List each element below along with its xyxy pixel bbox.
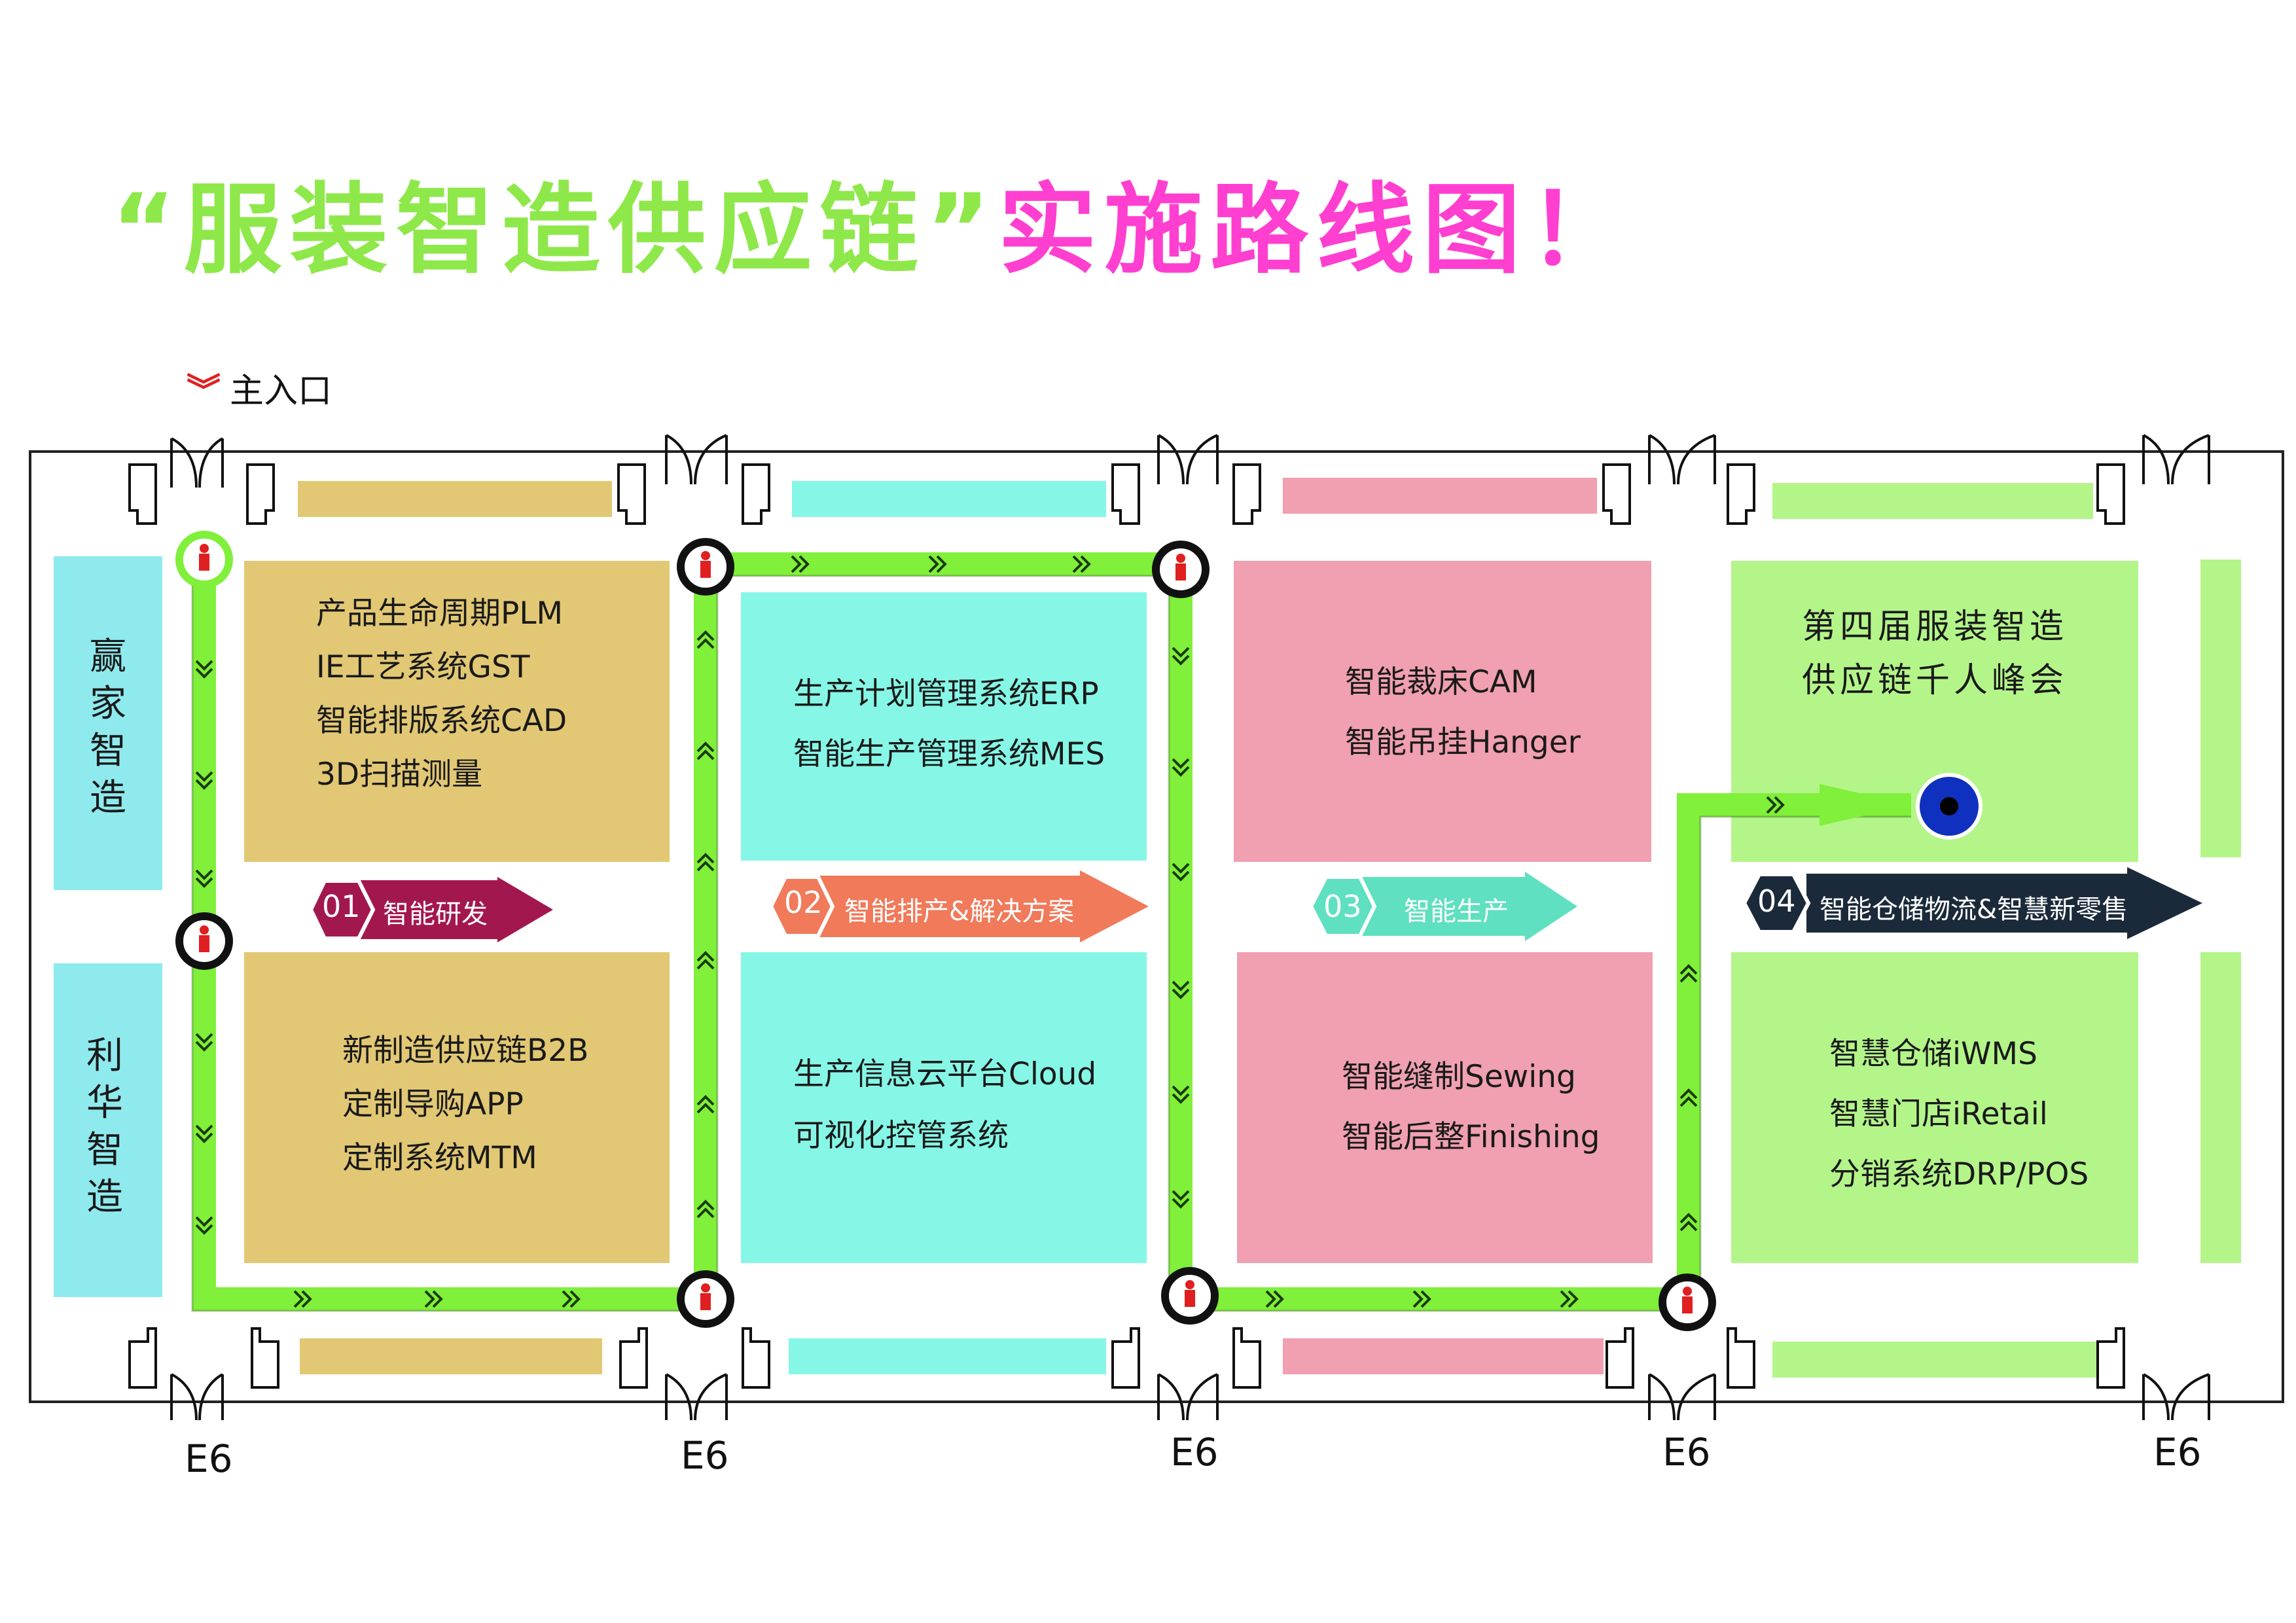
side-booth-top: [54, 556, 162, 890]
zone-arrow-03: [1308, 872, 1577, 941]
booth-plm-block: 产品生命周期PLM IE工艺系统GST 智能排版系统CAD 3D扫描测量: [244, 561, 670, 862]
booth-text-line: 智能生产管理系统MES: [793, 736, 1105, 772]
side-label-bottom: 利华智造: [86, 1035, 123, 1219]
booth-text-line: 可视化控管系统: [793, 1118, 1009, 1154]
zone-04-number: 04: [1757, 883, 1796, 919]
person-marker: [175, 912, 233, 970]
main-entrance: ︾主入口: [187, 363, 332, 412]
edge-strip-right-bottom: [2200, 952, 2241, 1263]
zone-01-label: 智能研发: [383, 899, 488, 929]
booth-text-line: 新制造供应链B2B: [342, 1033, 589, 1069]
booth-wms-block: 智慧仓储iWMS 智慧门店iRetail 分销系统DRP/POS: [1731, 952, 2138, 1263]
zone-01-number: 01: [322, 889, 361, 924]
person-marker: [677, 1270, 734, 1328]
gate-label: E6: [185, 1436, 233, 1481]
booth-text-line: 定制系统MTM: [342, 1140, 537, 1176]
gate-label: E6: [681, 1433, 729, 1478]
side-label-top: 赢家智造: [90, 635, 126, 819]
zone-04-label: 智能仓储物流&智慧新零售: [1820, 895, 2128, 925]
booth-text-line: 供应链千人峰会: [1801, 661, 2068, 700]
edge-strip-bottom-4: [1772, 1342, 2096, 1378]
edge-strip-top-2: [792, 481, 1106, 517]
booth-text-line: 智慧门店iRetail: [1829, 1096, 2048, 1132]
title-part-1: “服装智造供应链”: [111, 173, 999, 287]
booth-cloud-block: 生产信息云平台Cloud 可视化控管系统: [741, 952, 1147, 1263]
booth-cam-block: 智能裁床CAM 智能吊挂Hanger: [1234, 561, 1651, 862]
start-person-marker: [175, 531, 233, 588]
person-marker: [1659, 1274, 1716, 1331]
route-chevrons: [195, 555, 1785, 1308]
booth-b2b-block: 新制造供应链B2B 定制导购APP 定制系统MTM: [244, 952, 670, 1263]
edge-strip-bottom-2: [789, 1338, 1106, 1374]
edge-strip-bottom-1: [300, 1338, 602, 1374]
exhibition-hall-outline: [29, 450, 2284, 1403]
booth-text-line: 智能后整Finishing: [1342, 1119, 1600, 1155]
booth-text-line: 生产计划管理系统ERP: [793, 676, 1099, 712]
gate-label: E6: [1170, 1430, 1219, 1474]
page-title: “服装智造供应链”实施路线图！: [111, 151, 1634, 293]
booth-text-line: 智能吊挂Hanger: [1345, 724, 1581, 760]
main-entrance-label: 主入口: [230, 372, 332, 411]
booth-text-line: IE工艺系统GST: [316, 649, 530, 685]
door-icons-bottom: [128, 1327, 2210, 1421]
booth-text-line: 产品生命周期PLM: [316, 596, 564, 632]
booth-text-line: 智能缝制Sewing: [1342, 1059, 1576, 1095]
route-arrowhead: [1820, 784, 1911, 826]
zone-02-label: 智能排产&解决方案: [844, 897, 1075, 927]
booth-text-line: 第四届服装智造: [1801, 607, 2068, 647]
gate-label: E6: [1662, 1430, 1711, 1474]
booth-sewing-block: 智能缝制Sewing 智能后整Finishing: [1237, 952, 1653, 1263]
booth-text-line: 智能裁床CAM: [1345, 664, 1537, 700]
booth-text-line: 定制导购APP: [342, 1086, 524, 1122]
zone-arrow-01: [308, 877, 553, 942]
door-icons-top: [128, 434, 2210, 525]
zone-02-number: 02: [784, 885, 823, 920]
booth-text-line: 智能排版系统CAD: [316, 703, 567, 739]
destination-marker: [1916, 773, 1982, 840]
booth-erp-block: 生产计划管理系统ERP 智能生产管理系统MES: [741, 592, 1147, 861]
edge-strip-top-3: [1283, 478, 1597, 514]
zone-arrow-04: [1742, 867, 2202, 939]
side-booth-bottom: [54, 963, 162, 1297]
booth-text-line: 3D扫描测量: [316, 757, 483, 793]
booth-text-line: 生产信息云平台Cloud: [793, 1056, 1097, 1092]
chevron-down-icon: ︾: [187, 372, 221, 411]
booth-text-line: 分销系统DRP/POS: [1829, 1156, 2089, 1192]
edge-strip-top-4: [1772, 483, 2093, 519]
title-part-2: 实施路线图！: [998, 173, 1635, 287]
edge-strip-right-top: [2200, 560, 2241, 857]
zone-03-label: 智能生产: [1404, 897, 1509, 927]
edge-strip-bottom-3: [1283, 1338, 1604, 1374]
person-marker: [677, 538, 734, 596]
person-marker: [1152, 541, 1210, 598]
person-marker: [1161, 1267, 1219, 1325]
zone-03-number: 03: [1323, 889, 1362, 924]
booth-text-line: 智慧仓储iWMS: [1829, 1036, 2037, 1072]
gate-label: E6: [2153, 1430, 2202, 1474]
edge-strip-top-1: [298, 481, 612, 517]
zone-arrow-02: [768, 870, 1149, 942]
